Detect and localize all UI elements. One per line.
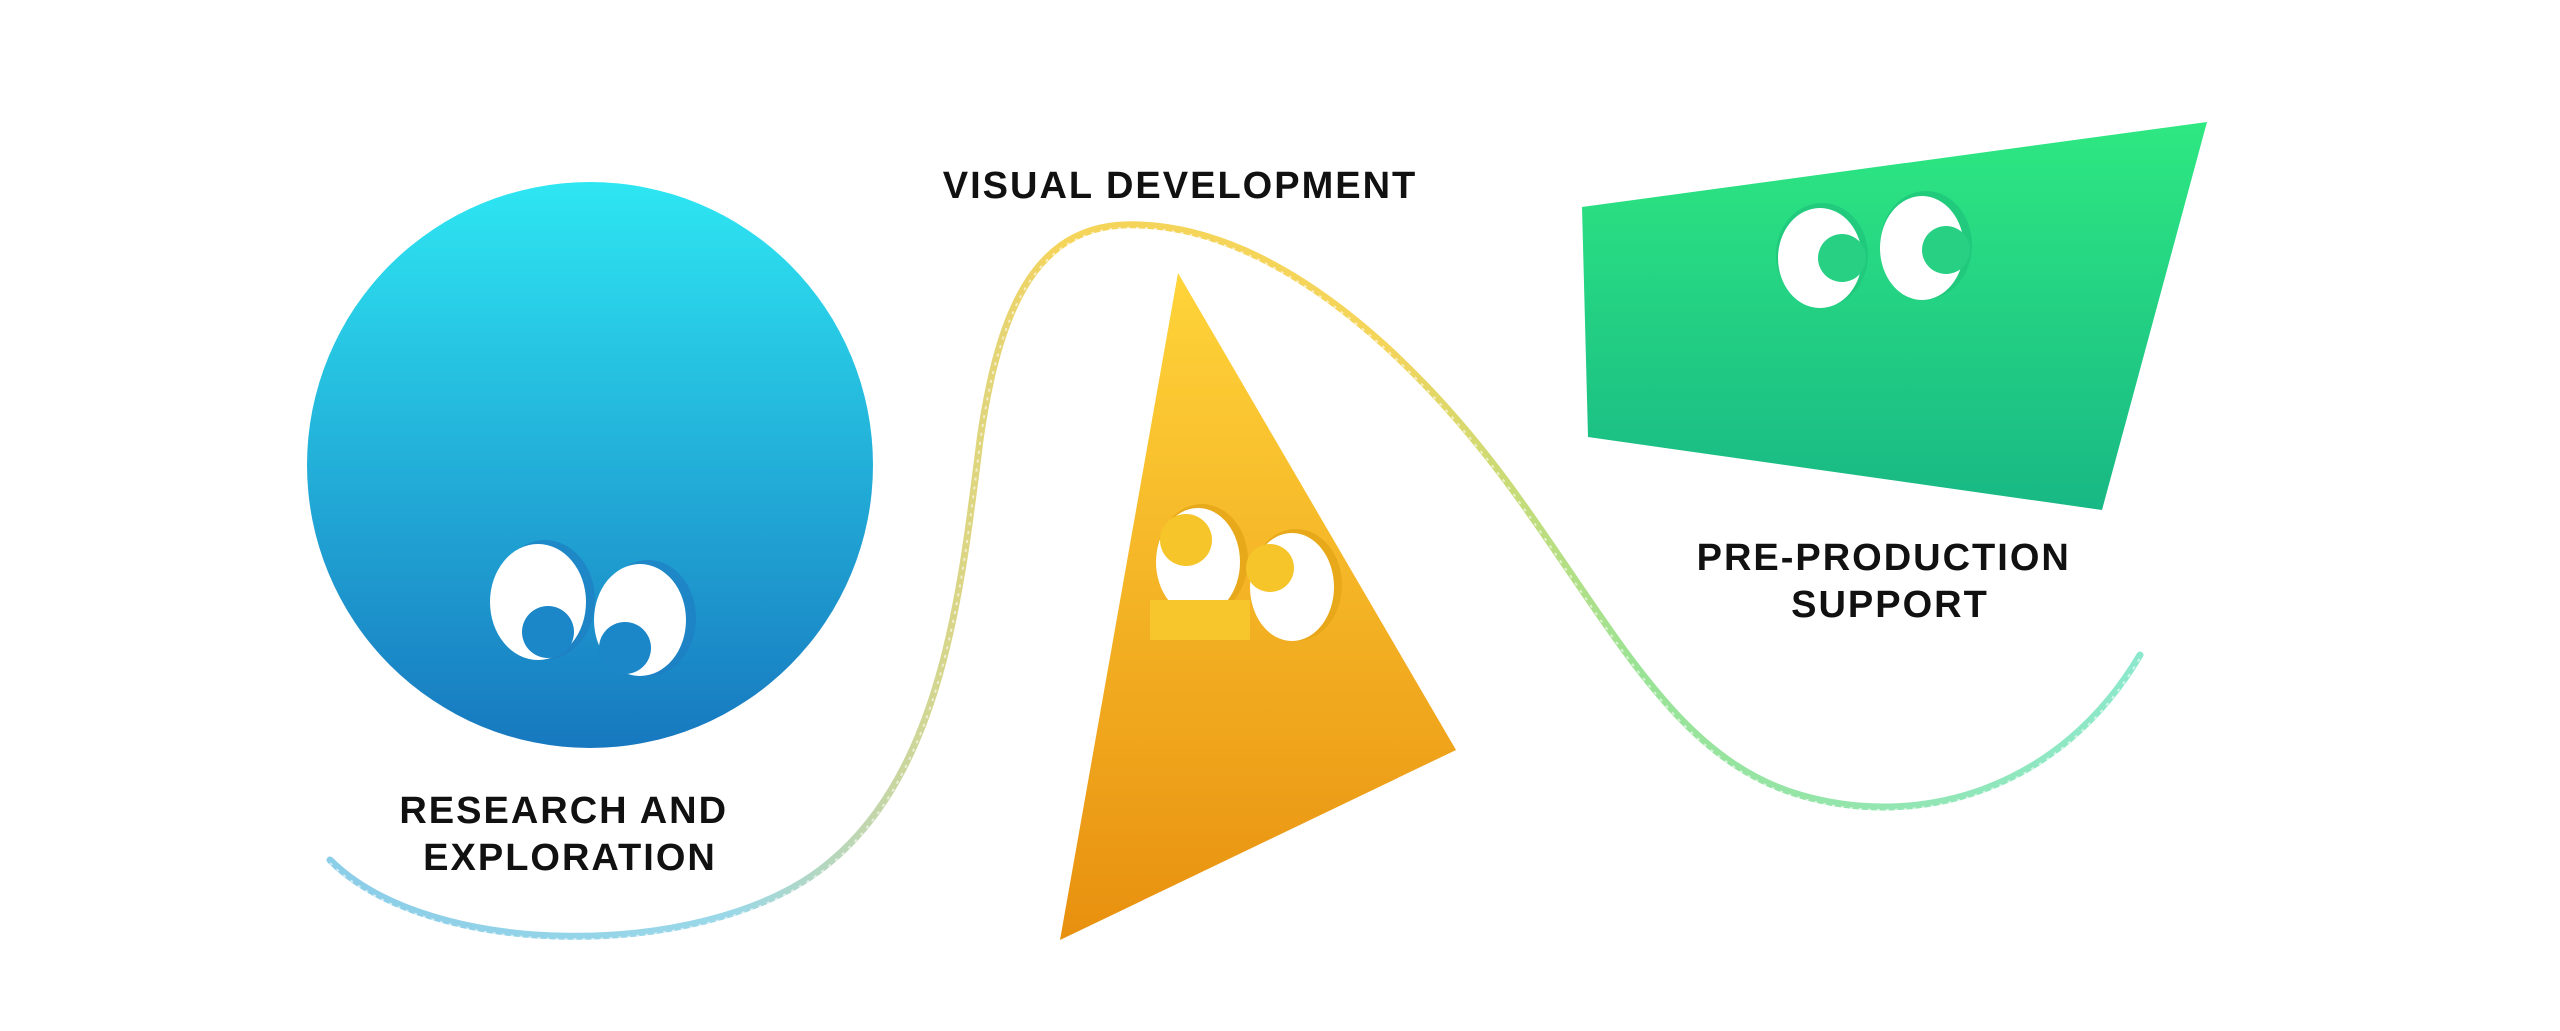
eyes-icon	[1150, 504, 1342, 641]
connector-path	[326, 221, 2144, 940]
trapezoid-icon	[1582, 122, 2207, 510]
research-label-line-2: EXPLORATION	[423, 837, 717, 879]
visual-label-line-1: VISUAL DEVELOPMENT	[943, 165, 1417, 207]
eyes-icon	[1776, 191, 1972, 308]
research-label: RESEARCH AND EXPLORATION	[399, 790, 740, 879]
research-label-line-1: RESEARCH AND	[399, 790, 728, 832]
preprod-label-line-1: PRE-PRODUCTION	[1697, 537, 2071, 579]
preprod-stage: PRE-PRODUCTION SUPPORT	[1582, 122, 2207, 626]
visual-label: VISUAL DEVELOPMENT	[943, 165, 1417, 207]
research-stage: RESEARCH AND EXPLORATION	[307, 182, 873, 879]
eyes-icon	[490, 540, 696, 676]
connector-path-texture	[329, 226, 2141, 941]
preprod-label: PRE-PRODUCTION SUPPORT	[1697, 537, 2084, 626]
circle-icon	[307, 182, 873, 748]
visual-stage: VISUAL DEVELOPMENT	[943, 165, 1456, 940]
preprod-label-line-2: SUPPORT	[1791, 584, 1989, 626]
